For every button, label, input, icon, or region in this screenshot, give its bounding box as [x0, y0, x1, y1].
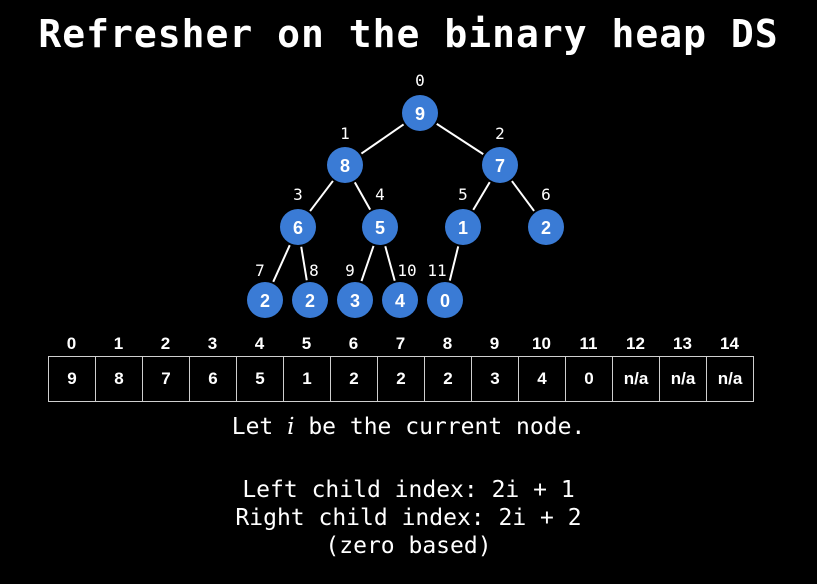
tree-node-6: 26 — [528, 185, 564, 245]
array-index-4: 4 — [254, 334, 265, 353]
zero-based-note: (zero based) — [325, 533, 492, 559]
node-value: 2 — [260, 291, 270, 311]
array-index-10: 10 — [532, 334, 551, 353]
array-index-1: 1 — [113, 334, 124, 353]
tree-edge-5-11 — [448, 246, 460, 281]
line1-prefix: Let — [231, 414, 288, 440]
array-index-7: 7 — [395, 334, 406, 353]
node-value: 2 — [541, 218, 551, 238]
array-cell-5: 1 — [284, 357, 331, 401]
node-index-label: 2 — [495, 124, 505, 143]
array-index-13: 13 — [673, 334, 692, 353]
tree-edge-4-10 — [384, 246, 396, 281]
node-circle — [427, 282, 463, 318]
node-index-label: 9 — [345, 261, 355, 280]
array-cell-4: 5 — [237, 357, 284, 401]
array-cell-8: 2 — [425, 357, 472, 401]
node-circle — [362, 209, 398, 245]
node-index-label: 0 — [415, 71, 425, 90]
current-node-line: Let i be the current node. — [0, 414, 817, 440]
node-value: 5 — [375, 218, 385, 238]
tree-node-0: 90 — [402, 71, 438, 131]
array-index-8: 8 — [442, 334, 453, 353]
tree-edge-1-4 — [353, 181, 372, 211]
node-circle — [528, 209, 564, 245]
node-circle — [445, 209, 481, 245]
tree-edge-3-7 — [272, 244, 291, 283]
node-circle — [247, 282, 283, 318]
node-circle — [482, 147, 518, 183]
tree-edge-2-6 — [511, 180, 535, 212]
array-cell-6: 2 — [331, 357, 378, 401]
array-cell-7: 2 — [378, 357, 425, 401]
tree-node-9: 39 — [337, 261, 373, 318]
node-index-label: 3 — [293, 185, 303, 204]
node-circle — [382, 282, 418, 318]
node-value: 2 — [305, 291, 315, 311]
tree-node-2: 72 — [482, 124, 518, 183]
tree-node-7: 27 — [247, 261, 283, 318]
tree-edge-0-1 — [360, 123, 405, 155]
array-index-5: 5 — [301, 334, 312, 353]
node-value: 3 — [350, 291, 360, 311]
array-cell-9: 3 — [472, 357, 519, 401]
tree-edge-4-9 — [360, 245, 375, 282]
node-value: 7 — [495, 156, 505, 176]
node-index-label: 5 — [458, 185, 468, 204]
array-index-12: 12 — [626, 334, 645, 353]
node-circle — [337, 282, 373, 318]
array-cell-2: 7 — [143, 357, 190, 401]
tree-edge-3-8 — [300, 246, 308, 281]
tree-edge-2-5 — [472, 181, 491, 211]
node-index-label: 10 — [397, 261, 416, 280]
right-child-formula: Right child index: 2i + 2 — [235, 505, 582, 531]
array-cell-1: 8 — [96, 357, 143, 401]
left-child-formula: Left child index: 2i + 1 — [242, 477, 575, 503]
tree-node-1: 81 — [327, 124, 363, 183]
tree-edge-0-2 — [436, 123, 484, 155]
array-index-9: 9 — [489, 334, 500, 353]
array-cell-11: 0 — [566, 357, 613, 401]
node-circle — [292, 282, 328, 318]
tree-node-3: 63 — [280, 185, 316, 245]
node-index-label: 8 — [309, 261, 319, 280]
node-circle — [327, 147, 363, 183]
node-circle — [280, 209, 316, 245]
node-value: 4 — [395, 291, 405, 311]
array-cell-0: 9 — [49, 357, 96, 401]
tree-node-4: 54 — [362, 185, 398, 245]
array-index-14: 14 — [720, 334, 739, 353]
node-value: 6 — [293, 218, 303, 238]
array-cell-3: 6 — [190, 357, 237, 401]
node-value: 8 — [340, 156, 350, 176]
array-cell-14: n/a — [717, 369, 743, 388]
array-index-6: 6 — [348, 334, 359, 353]
array-index-0: 0 — [66, 334, 77, 353]
tree-node-11: 0 11 — [427, 261, 463, 318]
tree-edge-1-3 — [309, 180, 334, 212]
node-index-label: 7 — [255, 261, 265, 280]
tree-node-8: 28 — [292, 261, 328, 318]
array-index-11: 11 — [579, 334, 598, 353]
slide-title: Refresher on the binary heap DS — [38, 12, 779, 56]
node-value: 0 — [440, 291, 450, 311]
node-index-label: 6 — [541, 185, 551, 204]
node-index-label: 11 — [427, 261, 446, 280]
tree-node-10: 4 10 — [382, 261, 418, 318]
array-cell-10: 4 — [519, 357, 566, 401]
tree-node-5: 15 — [445, 185, 481, 245]
node-index-label: 1 — [340, 124, 350, 143]
node-value: 1 — [458, 218, 468, 238]
line1-variable: i — [287, 414, 295, 440]
array-cell-13: n/a — [660, 357, 707, 401]
array-index-2: 2 — [160, 334, 171, 353]
array-cell-12: n/a — [613, 357, 660, 401]
node-circle — [402, 95, 438, 131]
array-index-3: 3 — [207, 334, 218, 353]
node-index-label: 4 — [375, 185, 385, 204]
line1-suffix: be the current node. — [294, 414, 586, 440]
node-value: 9 — [415, 104, 425, 124]
